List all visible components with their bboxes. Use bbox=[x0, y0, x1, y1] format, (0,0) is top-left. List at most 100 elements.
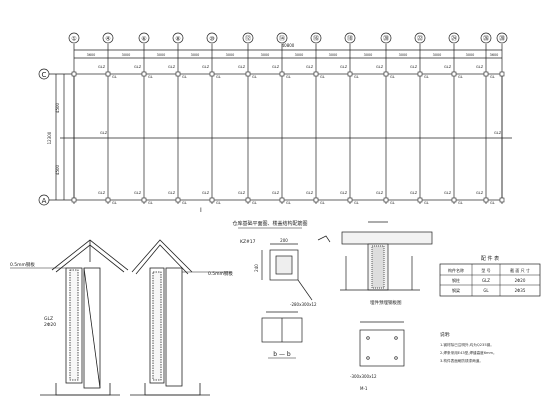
bay-dim: 3600 bbox=[87, 53, 96, 57]
column-marker bbox=[279, 71, 285, 77]
bay-dim: 3000 bbox=[466, 53, 475, 57]
axis-label: ⑭ bbox=[279, 35, 285, 43]
column-tag: GLZ bbox=[168, 191, 176, 195]
column-tag: GLZ bbox=[100, 131, 108, 135]
axis-label: ㉔ bbox=[451, 35, 457, 43]
axis-bubble bbox=[276, 32, 288, 44]
column-tag: GLZ bbox=[444, 65, 452, 69]
notes: 说明: 1.钢材除已注明外,均为Q235钢。 2.焊条采用E43型,焊缝高度6m… bbox=[440, 331, 497, 363]
left-section-2 bbox=[130, 239, 210, 396]
section-mark: I bbox=[200, 207, 202, 214]
beam-tag: GL bbox=[182, 201, 187, 205]
column-marker bbox=[499, 71, 505, 77]
row-label-c: C bbox=[42, 71, 47, 79]
note-line: 2.焊条采用E43型,焊缝高度6mm。 bbox=[440, 350, 497, 355]
beam-tag: GL bbox=[182, 75, 187, 79]
column-marker bbox=[451, 197, 457, 203]
plan-title: 仓库基础平面图、楼盖结构配筋图 bbox=[232, 220, 307, 227]
beam-tag: GL bbox=[286, 75, 291, 79]
beam-tag: GL bbox=[458, 75, 463, 79]
axis-bubble bbox=[242, 32, 254, 44]
axis-bubble bbox=[102, 32, 114, 44]
beam-tag: GL bbox=[490, 75, 495, 79]
axis-label: ㉖ bbox=[483, 35, 489, 43]
left-section-1 bbox=[40, 239, 129, 396]
table-cell: 钢梁 bbox=[452, 287, 460, 293]
beam-tag: GL bbox=[490, 201, 495, 205]
side-dim-3: 4500 bbox=[55, 164, 60, 175]
column-marker bbox=[141, 197, 147, 203]
left-steel-label: 0.5mm钢板 bbox=[10, 261, 35, 268]
column-marker bbox=[175, 71, 181, 77]
bay-dim: 3000 bbox=[399, 53, 408, 57]
axis-label: ⑩ bbox=[209, 36, 214, 43]
column-tag: GLZ bbox=[444, 191, 452, 195]
column-marker bbox=[209, 197, 215, 203]
side-dim-1: 4500 bbox=[55, 102, 60, 113]
beam-tag: GL bbox=[354, 201, 359, 205]
axis-label: ⑳ bbox=[383, 35, 389, 43]
side-dim-2: 12300 bbox=[47, 131, 52, 144]
column-detail bbox=[261, 235, 331, 301]
beam-tag: GL bbox=[148, 75, 153, 79]
axis-label: ⑱ bbox=[347, 35, 353, 43]
axis-label: ④ bbox=[105, 36, 110, 43]
bay-dim: 3000 bbox=[329, 53, 338, 57]
column-marker bbox=[383, 197, 389, 203]
column-marker bbox=[313, 71, 319, 77]
column-marker bbox=[105, 197, 111, 203]
column-tags: GLZ GL GLZ GL GLZ GLZ GL GLZ GL GLZ GL GLZ GL GLZ GL GL… bbox=[71, 65, 505, 205]
beam-tag: GL bbox=[112, 201, 117, 205]
column-tag: GLZ bbox=[272, 191, 280, 195]
table-cell: 钢柱 bbox=[452, 277, 460, 283]
notes-title: 说明: bbox=[440, 331, 451, 338]
left-tag-1: GLZ bbox=[44, 316, 53, 322]
beam-tag: GL bbox=[390, 201, 395, 205]
table-header-2: 截 面 尺 寸 bbox=[510, 267, 530, 273]
column-tag: GLZ bbox=[134, 191, 142, 195]
axis-bubble bbox=[310, 32, 322, 44]
column-tag: GLZ bbox=[306, 65, 314, 69]
column-marker bbox=[483, 197, 489, 203]
top-plan-view bbox=[46, 44, 512, 204]
column-tag: GLZ bbox=[238, 65, 246, 69]
table-cell: 2Φ20 bbox=[515, 278, 526, 283]
row-label-a: A bbox=[42, 197, 47, 205]
column-marker bbox=[245, 197, 251, 203]
bay-dim: 3000 bbox=[433, 53, 442, 57]
beam-tag: GL bbox=[390, 75, 395, 79]
axis-label: ⑫ bbox=[245, 35, 251, 43]
column-marker bbox=[417, 197, 423, 203]
left-tag-2: 2Φ20 bbox=[44, 322, 56, 328]
detail-label-2: M-1 bbox=[360, 386, 368, 391]
beam-tag: GL bbox=[320, 201, 325, 205]
beam-tag: GL bbox=[424, 75, 429, 79]
column-tag: GLZ bbox=[340, 191, 348, 195]
axis-bubble bbox=[344, 32, 356, 44]
beam-tag: GL bbox=[148, 201, 153, 205]
bay-dim: 3000 bbox=[122, 53, 131, 57]
table-header-0: 构件名称 bbox=[448, 267, 464, 273]
col-dim-h: 240 bbox=[254, 264, 259, 272]
axis-label: ⑥ bbox=[141, 36, 146, 43]
beam-tag: GL bbox=[458, 201, 463, 205]
bay-dim: 3000 bbox=[191, 53, 200, 57]
axis-label: ㉘ bbox=[499, 35, 505, 43]
column-marker bbox=[279, 197, 285, 203]
column-marker bbox=[141, 71, 147, 77]
col-dim-w: 200 bbox=[280, 238, 288, 243]
beam-tag: GL bbox=[252, 75, 257, 79]
bay-dim: 3600 bbox=[490, 53, 499, 57]
axis-bubble bbox=[480, 32, 492, 44]
column-tag: GLZ bbox=[340, 65, 348, 69]
column-tag: GLZ bbox=[168, 65, 176, 69]
plate-label: 埋件预埋钢板图 bbox=[370, 299, 402, 306]
column-tag: GLZ bbox=[476, 65, 484, 69]
parts-table: 配 件 表 构件名称 型 号 截 面 尺 寸 钢柱 GLZ 2Φ20 钢梁 GL… bbox=[439, 255, 541, 297]
column-marker bbox=[209, 71, 215, 77]
beam-tag: GL bbox=[252, 201, 257, 205]
axis-bubble bbox=[68, 32, 80, 44]
bay-dim: 3000 bbox=[261, 53, 270, 57]
